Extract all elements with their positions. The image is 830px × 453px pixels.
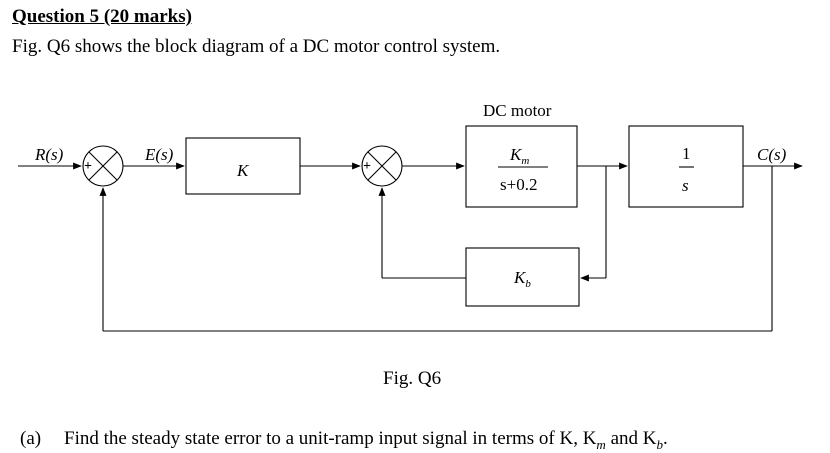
motor-denominator: s+0.2 — [500, 175, 537, 194]
question-part-a: (a) Find the steady state error to a unit… — [20, 428, 668, 453]
question-title: Question 5 (20 marks) — [12, 6, 192, 27]
sum1-minus-sign: - — [100, 186, 105, 201]
question-text-and: and K — [605, 428, 657, 449]
dc-motor-title: DC motor — [483, 101, 552, 120]
sum1-plus-sign: + — [84, 159, 92, 174]
back-emf-block — [465, 247, 580, 307]
sum2-minus-sign: - — [379, 186, 384, 201]
question-sub-m: m — [596, 436, 606, 452]
question-label: (a) — [20, 428, 42, 449]
gain-block-label: K — [236, 161, 250, 180]
sum2-plus-sign: + — [363, 159, 371, 174]
input-label: R(s) — [34, 145, 64, 164]
back-emf-label: Kb — [513, 268, 531, 290]
question-intro: Fig. Q6 shows the block diagram of a DC … — [12, 36, 501, 57]
motor-numerator: Km — [509, 145, 529, 167]
integrator-denominator: s — [682, 176, 689, 195]
figure-caption: Fig. Q6 — [383, 368, 442, 389]
error-label: E(s) — [144, 145, 174, 164]
question-text-end: . — [662, 428, 668, 449]
question-sub-b: b — [656, 436, 663, 452]
question-text: Find the steady state error to a unit-ra… — [64, 428, 597, 449]
integrator-numerator: 1 — [682, 144, 691, 163]
output-label: C(s) — [757, 145, 787, 164]
